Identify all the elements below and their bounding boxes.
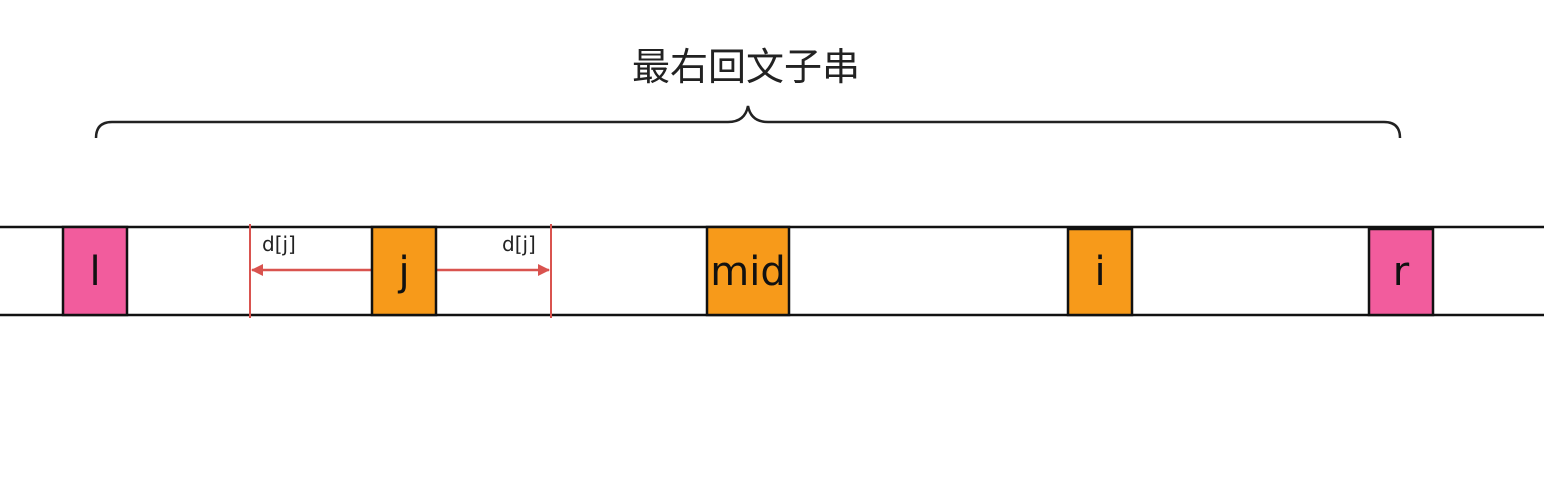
box-i-label: i [1094,249,1105,295]
box-j: j [370,225,438,317]
curly-brace [94,105,1402,139]
box-r-label: r [1393,249,1410,295]
box-i-rect [1066,227,1134,317]
box-mid-label: mid [710,249,785,295]
right-arrow-label: d[j] [502,232,536,256]
box-i: i [1066,227,1134,317]
box-mid-rect [705,225,791,317]
diagram-title: 最右回文子串 [632,45,860,89]
box-l: l [61,225,129,317]
left-arrow-label: d[j] [262,232,296,256]
box-l-rect [61,225,129,317]
box-r-rect [1367,227,1435,317]
box-j-rect [370,225,438,317]
box-mid: mid [705,225,791,317]
box-r: r [1367,227,1435,317]
box-l-label: l [89,249,100,295]
box-j-label: j [397,249,409,295]
